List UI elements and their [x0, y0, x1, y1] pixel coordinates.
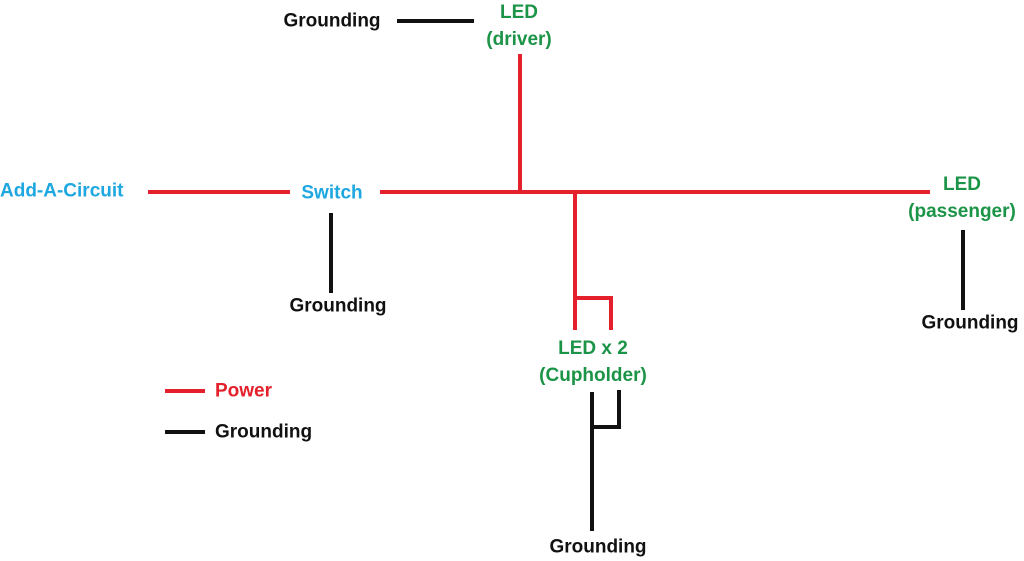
ground-label-driver: Grounding	[283, 10, 381, 32]
switch-label: Switch	[301, 182, 363, 204]
led-driver-line1: LED	[500, 2, 538, 23]
add-a-circuit-label: Add-A-Circuit	[0, 180, 124, 202]
led-cupholder-line2: (Cupholder)	[539, 365, 647, 386]
power-wire-cupholder-branch	[575, 296, 613, 330]
led-cupholder-label: LED x 2 (Cupholder)	[539, 335, 647, 389]
ground-wire-cupholder-branch	[592, 390, 621, 429]
led-driver-line2: (driver)	[486, 29, 552, 50]
ground-label-switch: Grounding	[289, 295, 387, 317]
ground-label-passenger: Grounding	[921, 312, 1019, 334]
legend-power-label: Power	[215, 380, 273, 402]
led-cupholder-line1: LED x 2	[558, 338, 628, 359]
legend-grounding-label: Grounding	[215, 421, 313, 443]
led-passenger-line2: (passenger)	[908, 201, 1016, 222]
led-passenger-label: LED (passenger)	[908, 171, 1016, 225]
led-driver-label: LED (driver)	[486, 0, 551, 53]
led-passenger-line1: LED	[942, 174, 981, 195]
ground-label-cupholder: Grounding	[549, 536, 647, 558]
